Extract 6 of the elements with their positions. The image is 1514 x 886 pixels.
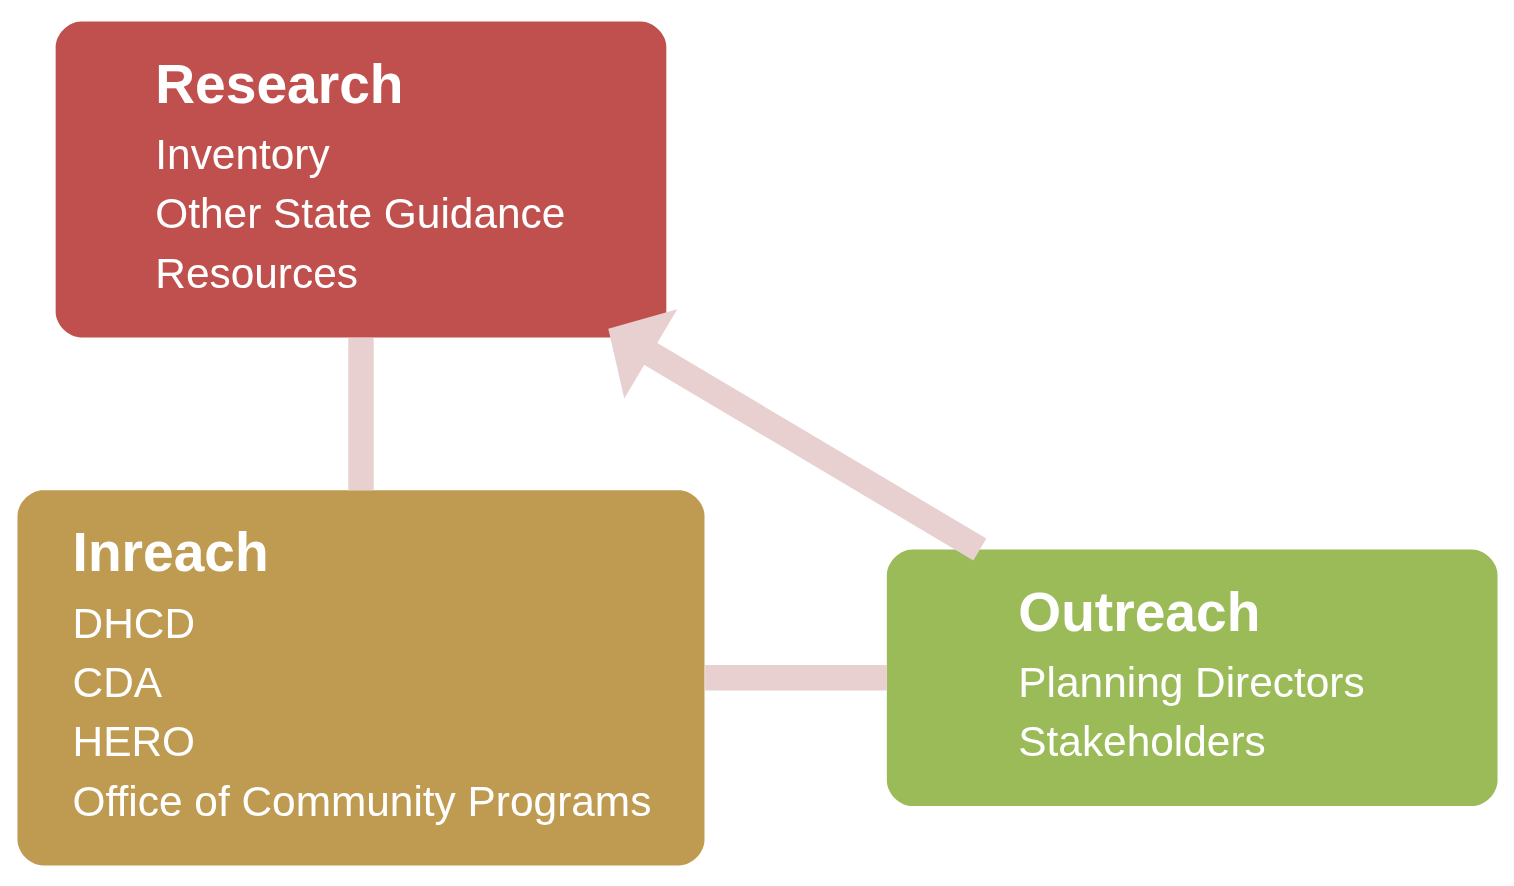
node-box: Inreach DHCD CDA HERO Office of Community Programs	[17, 489, 704, 865]
node-box: Outreach Planning Directors Stakeholders	[886, 549, 1497, 806]
connector	[704, 664, 887, 690]
arrow	[607, 308, 986, 560]
node-box: Research Inventory Other State Guidance Resources	[55, 21, 666, 337]
connector	[347, 337, 374, 490]
